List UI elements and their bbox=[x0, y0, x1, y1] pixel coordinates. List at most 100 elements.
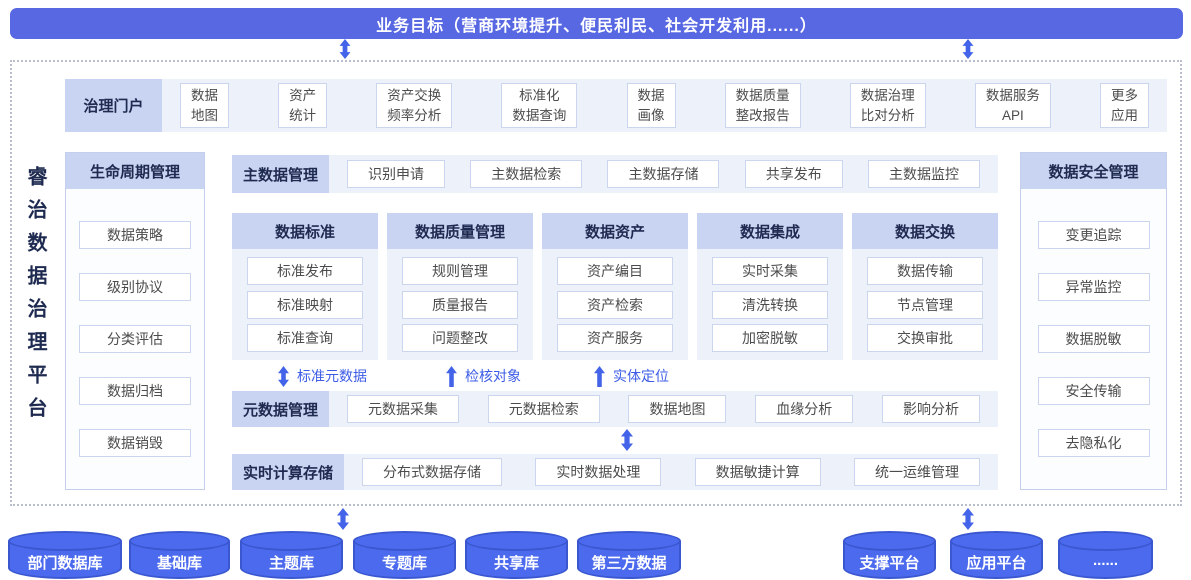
lifecycle-items: 数据策略 级别协议 分类评估 数据归档 数据销毁 bbox=[66, 189, 204, 489]
portal-item-governance-compare: 数据治理 比对分析 bbox=[849, 82, 926, 129]
column-item: 加密脱敏 bbox=[712, 323, 828, 352]
master-item: 共享发布 bbox=[744, 160, 843, 188]
cylinder-label: 专题库 bbox=[381, 555, 427, 572]
realtime-item: 实时数据处理 bbox=[535, 458, 662, 486]
business-goal-banner: 业务目标（营商环境提升、便民利民、社会开发利用......） bbox=[10, 8, 1183, 39]
cylinder-top bbox=[577, 531, 681, 551]
column-item: 实时采集 bbox=[712, 257, 828, 286]
cylinder-label: 支撑平台 bbox=[859, 555, 920, 572]
lifecycle-item: 数据销毁 bbox=[79, 429, 191, 457]
lifecycle-panel: 生命周期管理 数据策略 级别协议 分类评估 数据归档 数据销毁 bbox=[65, 152, 205, 490]
flow-label: 实体定位 bbox=[613, 368, 669, 384]
column-item: 标准查询 bbox=[247, 323, 363, 352]
security-item: 去隐私化 bbox=[1037, 429, 1150, 457]
master-item: 主数据存储 bbox=[607, 160, 720, 188]
realtime-label: 实时计算存储 bbox=[232, 454, 345, 490]
security-header: 数据安全管理 bbox=[1021, 153, 1166, 189]
column-header: 数据资产 bbox=[542, 213, 688, 249]
column-item: 资产检索 bbox=[557, 290, 673, 319]
db-cylinder-special: 专题库 bbox=[353, 531, 456, 579]
security-items: 变更追踪 异常监控 数据脱敏 安全传输 去隐私化 bbox=[1021, 189, 1166, 489]
column-item: 规则管理 bbox=[402, 257, 518, 286]
realtime-item: 统一运维管理 bbox=[854, 458, 980, 486]
master-data-band: 主数据管理 识别申请 主数据检索 主数据存储 共享发布 主数据监控 bbox=[232, 155, 998, 193]
column-data-standard: 数据标准 标准发布 标准映射 标准查询 bbox=[232, 213, 378, 360]
cylinder-top bbox=[465, 531, 568, 551]
realtime-band: 实时计算存储 分布式数据存储 实时数据处理 数据敏捷计算 统一运维管理 bbox=[232, 454, 998, 490]
column-data-integration: 数据集成 实时采集 清洗转换 加密脱敏 bbox=[697, 213, 843, 360]
column-header: 数据质量管理 bbox=[387, 213, 533, 249]
column-header: 数据集成 bbox=[697, 213, 843, 249]
portal-item-quality-report: 数据质量 整改报告 bbox=[724, 82, 801, 129]
flow-check-object: 检核对象 bbox=[445, 364, 521, 388]
cylinder-label: 第三方数据 bbox=[591, 555, 667, 572]
column-item: 数据传输 bbox=[867, 257, 983, 286]
up-arrow-icon bbox=[445, 365, 458, 387]
cylinder-label: 基础库 bbox=[156, 555, 202, 572]
column-item: 问题整改 bbox=[402, 323, 518, 352]
lifecycle-item: 级别协议 bbox=[79, 273, 191, 301]
flow-entity-locate: 实体定位 bbox=[593, 364, 669, 388]
security-panel: 数据安全管理 变更追踪 异常监控 数据脱敏 安全传输 去隐私化 bbox=[1020, 152, 1167, 490]
metadata-item: 血缘分析 bbox=[755, 395, 854, 423]
portal-item-data-map: 数据 地图 bbox=[180, 82, 229, 129]
cylinder-label: 部门数据库 bbox=[27, 555, 103, 572]
metadata-label: 元数据管理 bbox=[232, 391, 330, 427]
realtime-item: 数据敏捷计算 bbox=[694, 458, 821, 486]
up-down-arrow-icon bbox=[961, 39, 975, 59]
column-item: 标准映射 bbox=[247, 290, 363, 319]
metadata-items: 元数据采集 元数据检索 数据地图 血缘分析 影响分析 bbox=[329, 391, 998, 427]
cylinder-top bbox=[950, 531, 1043, 551]
portal-item-service-api: 数据服务 API bbox=[974, 82, 1051, 129]
flow-standard-metadata: 标准元数据 bbox=[277, 364, 367, 388]
column-item: 节点管理 bbox=[867, 290, 983, 319]
metadata-item: 数据地图 bbox=[628, 395, 727, 423]
portal-item-asset-stats: 资产 统计 bbox=[278, 82, 328, 129]
master-data-items: 识别申请 主数据检索 主数据存储 共享发布 主数据监控 bbox=[329, 155, 998, 193]
master-data-label: 主数据管理 bbox=[232, 155, 330, 193]
cylinder-label: 主题库 bbox=[268, 555, 314, 572]
up-down-arrow-icon bbox=[338, 39, 352, 59]
column-item: 交换审批 bbox=[867, 323, 983, 352]
module-columns: 数据标准 标准发布 标准映射 标准查询 数据质量管理 规则管理 质量报告 问题整… bbox=[232, 213, 998, 360]
up-down-arrow-icon bbox=[277, 365, 290, 387]
column-data-asset: 数据资产 资产编目 资产检索 资产服务 bbox=[542, 213, 688, 360]
db-cylinder-more: ...... bbox=[1058, 531, 1153, 579]
security-item: 数据脱敏 bbox=[1037, 325, 1150, 353]
cylinder-label: 应用平台 bbox=[966, 555, 1027, 572]
portal-items: 数据 地图 资产 统计 资产交换 频率分析 标准化 数据查询 数据 画像 数据质… bbox=[162, 79, 1167, 132]
portal-row: 治理门户 数据 地图 资产 统计 资产交换 频率分析 标准化 数据查询 数据 画… bbox=[65, 79, 1167, 132]
column-data-quality: 数据质量管理 规则管理 质量报告 问题整改 bbox=[387, 213, 533, 360]
flow-label: 标准元数据 bbox=[297, 368, 367, 384]
db-cylinder-base: 基础库 bbox=[129, 531, 230, 579]
up-down-arrow-icon bbox=[961, 508, 975, 530]
master-item: 主数据监控 bbox=[867, 160, 980, 188]
column-data-exchange: 数据交换 数据传输 节点管理 交换审批 bbox=[852, 213, 998, 360]
security-item: 异常监控 bbox=[1037, 273, 1150, 301]
platform-boundary bbox=[10, 60, 1182, 506]
master-item: 识别申请 bbox=[347, 160, 446, 188]
up-arrow-icon bbox=[593, 365, 606, 387]
db-cylinder-shared: 共享库 bbox=[465, 531, 568, 579]
cylinder-top bbox=[843, 531, 936, 551]
column-item: 质量报告 bbox=[402, 290, 518, 319]
flow-label: 检核对象 bbox=[465, 368, 521, 384]
security-item: 安全传输 bbox=[1037, 377, 1150, 405]
db-cylinder-app-platform: 应用平台 bbox=[950, 531, 1043, 579]
metadata-band: 元数据管理 元数据采集 元数据检索 数据地图 血缘分析 影响分析 bbox=[232, 391, 998, 427]
security-item: 变更追踪 bbox=[1037, 221, 1150, 249]
db-cylinder-subject: 主题库 bbox=[240, 531, 343, 579]
up-down-arrow-icon bbox=[336, 508, 350, 530]
db-cylinder-support-platform: 支撑平台 bbox=[843, 531, 936, 579]
cylinder-top bbox=[353, 531, 456, 551]
column-header: 数据标准 bbox=[232, 213, 378, 249]
metadata-item: 元数据检索 bbox=[487, 395, 600, 423]
master-item: 主数据检索 bbox=[470, 160, 583, 188]
lifecycle-header: 生命周期管理 bbox=[66, 153, 204, 189]
lifecycle-item: 数据归档 bbox=[79, 377, 191, 405]
cylinder-label: ...... bbox=[1092, 552, 1118, 569]
cylinder-top bbox=[1058, 531, 1153, 551]
db-cylinder-thirdparty: 第三方数据 bbox=[577, 531, 681, 579]
metadata-item: 影响分析 bbox=[881, 395, 980, 423]
